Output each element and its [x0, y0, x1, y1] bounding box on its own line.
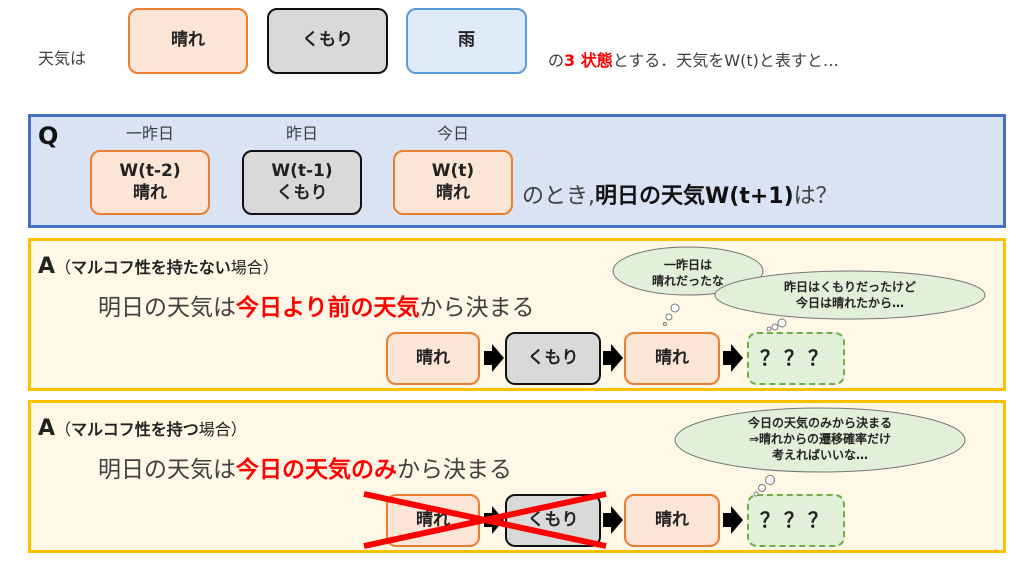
chain-box: 晴れ [386, 332, 480, 385]
suffix-pre: の [548, 51, 565, 70]
state-rain: 雨 [406, 8, 527, 74]
title-bold: マルコフ性を持たない [71, 258, 231, 277]
state-sunny: 晴れ [128, 8, 248, 74]
q-pre: のとき, [522, 184, 595, 209]
var: W(t-2) [119, 161, 181, 182]
title-bold: マルコフ性を持つ [71, 420, 199, 439]
state: 晴れ [436, 182, 470, 203]
thought-cloud-icon [714, 270, 986, 320]
state-cloudy: くもり [267, 8, 388, 74]
intro-prefix: 天気は [38, 49, 87, 68]
a-label: A [38, 416, 56, 441]
suffix-post: とする．天気をW(t)と表すと… [612, 51, 839, 70]
day-label: 一昨日 [125, 124, 174, 143]
paren: （ [55, 420, 72, 439]
a1-title: A（マルコフ性を持たない場合） [38, 254, 279, 279]
line-red: 今日より前の天気 [236, 295, 420, 321]
a1-line: 明日の天気は今日より前の天気から決まる [98, 288, 535, 322]
intro-suffix: の3 状態とする．天気をW(t)と表すと… [548, 47, 839, 71]
day-box: W(t-2)晴れ [90, 150, 210, 215]
arrow-icon [723, 506, 743, 534]
thought-clouds [674, 407, 966, 497]
arrow-icon [603, 344, 623, 372]
line-pre: 明日の天気は [98, 457, 236, 483]
thought-text: 昨日はくもりだったけど 今日は晴れたから… [783, 280, 916, 310]
chain-box: 晴れ [624, 494, 720, 547]
a2-title: A（マルコフ性を持つ場合） [38, 416, 247, 441]
day-label: 今日 [436, 124, 469, 143]
a-label: A [38, 254, 56, 279]
chain-box: くもり [505, 332, 601, 385]
thought-text: 今日の天気のみから決まる ⇒晴れからの遷移確率だけ 考えればいいな… [747, 416, 892, 463]
line-post: から決まる [397, 457, 512, 483]
thought-cloud-icon [674, 407, 966, 473]
question-text: のとき,明日の天気W(t+1)は？ [522, 178, 838, 210]
chain-box: 晴れ [624, 332, 720, 385]
chain-box: くもり [505, 494, 601, 547]
title-post: 場合） [230, 258, 279, 277]
arrow-icon [723, 344, 743, 372]
q-bold: 明日の天気W(t+1) [595, 184, 794, 209]
state: 晴れ [133, 182, 167, 203]
line-red: 今日の天気のみ [236, 457, 397, 483]
arrow-icon [603, 506, 623, 534]
suffix-red: 3 状態 [564, 51, 613, 70]
thought-text: 一昨日は 晴れだったな [651, 258, 724, 288]
paren: （ [55, 258, 72, 277]
unknown-box: ？？？ [747, 494, 845, 547]
q-post: は？ [793, 184, 838, 209]
cross-out-icon [363, 491, 607, 549]
thought-clouds [612, 246, 986, 332]
title-post: 場合） [198, 420, 247, 439]
line-pre: 明日の天気は [98, 295, 236, 321]
line-post: から決まる [419, 295, 535, 321]
q-label: Q [38, 122, 59, 150]
state: くもり [276, 182, 328, 203]
var: W(t) [431, 161, 475, 182]
var: W(t-1) [271, 161, 333, 182]
day-box: W(t-1)くもり [242, 150, 362, 215]
a2-line: 明日の天気は今日の天気のみから決まる [98, 450, 512, 484]
arrow-icon [484, 344, 504, 372]
unknown-box: ？？？ [747, 332, 845, 385]
day-label: 昨日 [285, 124, 318, 143]
thought-cloud-icon [612, 246, 764, 296]
day-box: W(t)晴れ [393, 150, 513, 215]
